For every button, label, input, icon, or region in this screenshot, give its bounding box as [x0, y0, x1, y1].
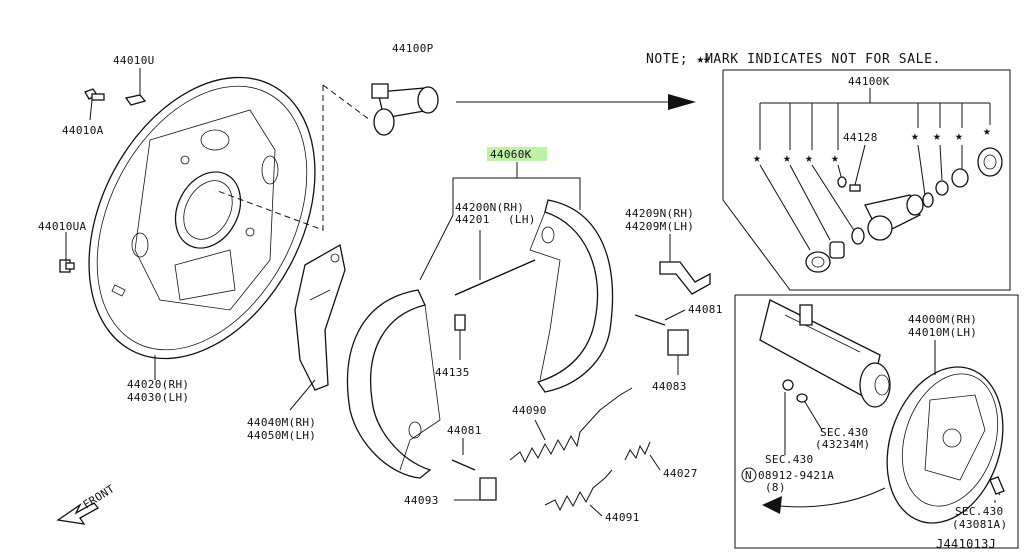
- star-icon: ★: [703, 52, 711, 67]
- label-44040M: 44040M(RH): [247, 416, 316, 429]
- label-44128: 44128: [843, 131, 878, 144]
- label-44027: 44027: [663, 467, 698, 480]
- star-icon: ★: [933, 129, 941, 144]
- diagram-id: J441013J: [936, 537, 996, 551]
- label-44091: 44091: [605, 511, 640, 524]
- label-44010M: 44010M(LH): [908, 326, 977, 339]
- label-44100P: 44100P: [392, 42, 434, 55]
- label-sec430-a-ref: (43234M): [815, 438, 870, 451]
- axle-detail-box: [734, 294, 1019, 549]
- front-arrow: [56, 502, 99, 525]
- label-44060K: 44060K: [490, 148, 532, 161]
- star-icons: ★ ★ ★ ★ ★ ★ ★ ★ ★: [703, 52, 991, 166]
- label-44209N: 44209N(RH): [625, 207, 694, 220]
- bolt-44010A-drawing: [84, 88, 105, 101]
- label-44000M: 44000M(RH): [908, 313, 977, 326]
- label-44201-lh: (LH): [508, 213, 536, 226]
- star-icon: ★: [955, 129, 963, 144]
- label-bolt-number: 08912-9421A: [758, 469, 834, 482]
- label-44010UA: 44010UA: [38, 220, 87, 233]
- label-44081-lower: 44081: [447, 424, 482, 437]
- spring-44090-drawing: [509, 387, 633, 464]
- label-44100K: 44100K: [848, 75, 890, 88]
- star-icon: ★: [805, 151, 813, 166]
- highlight-44060K: [487, 147, 547, 161]
- label-sec430-c-ref: (43081A): [952, 518, 1007, 531]
- star-icon: ★: [911, 129, 919, 144]
- label-44020: 44020(RH): [127, 378, 189, 391]
- note-text: NOTE; ★MARK INDICATES NOT FOR SALE.: [646, 52, 941, 67]
- label-44050M: 44050M(LH): [247, 429, 316, 442]
- clip-44135-drawing: [454, 314, 466, 331]
- bracket-44209-drawing: [659, 261, 711, 295]
- brake-shoe-left-drawing: [346, 289, 441, 479]
- wheel-cylinder-drawing: [371, 83, 439, 136]
- label-bolt-qty: (8): [765, 481, 786, 494]
- star-icon: ★: [753, 151, 761, 166]
- n-circle-letter: N: [745, 469, 752, 482]
- label-44093: 44093: [404, 494, 439, 507]
- backing-plate-drawing: [88, 76, 316, 360]
- label-44135: 44135: [435, 366, 470, 379]
- brake-shoe-right-drawing: [529, 199, 614, 393]
- label-44200N: 44200N(RH): [455, 201, 524, 214]
- label-44083: 44083: [652, 380, 687, 393]
- adjuster-drawing: [454, 230, 536, 296]
- star-icon: ★: [783, 151, 791, 166]
- label-44090: 44090: [512, 404, 547, 417]
- label-sec430-a: SEC.430: [820, 426, 868, 439]
- arrow-to-detail: [456, 94, 696, 110]
- label-44209M: 44209M(LH): [625, 220, 694, 233]
- label-front: FRONT: [81, 482, 117, 511]
- label-44010U: 44010U: [113, 54, 155, 67]
- lever-plate-drawing: [294, 243, 346, 391]
- label-44201: 44201: [455, 213, 490, 226]
- bolt-44010UA-drawing: [59, 259, 75, 273]
- label-44010A: 44010A: [62, 124, 104, 137]
- star-icon: ★: [983, 124, 991, 139]
- detail-box: [722, 69, 1011, 291]
- n-circle-icon: [741, 467, 757, 483]
- label-44030: 44030(LH): [127, 391, 189, 404]
- label-sec430-c: SEC.430: [955, 505, 1003, 518]
- label-44081-upper: 44081: [688, 303, 723, 316]
- label-sec430-b: SEC.430: [765, 453, 813, 466]
- star-icon: ★: [831, 151, 839, 166]
- clip-44010U-drawing: [124, 94, 147, 106]
